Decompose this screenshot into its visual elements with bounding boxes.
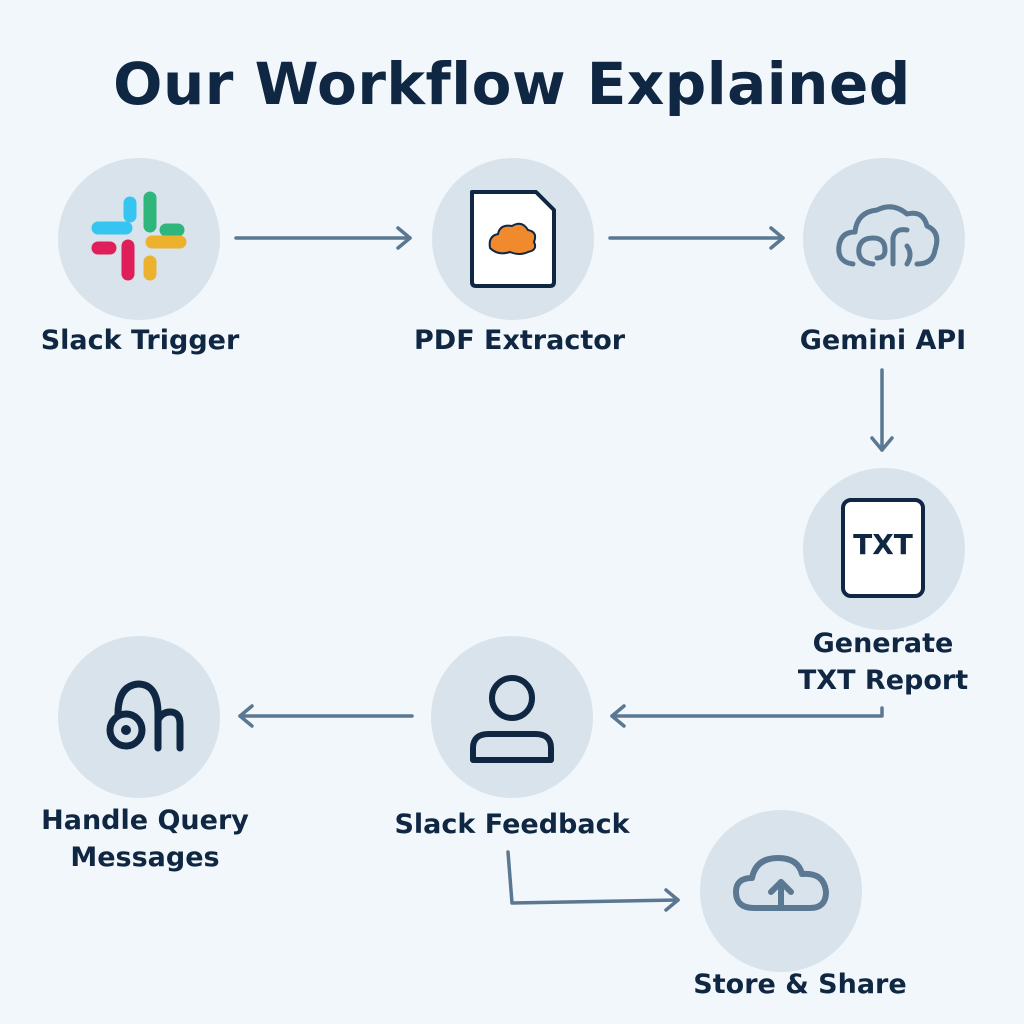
label-line: Messages <box>70 842 220 873</box>
node-slack-trigger <box>58 158 220 320</box>
brain-cloud-icon <box>836 204 940 267</box>
node-label-generate-txt-report: Generate TXT Report <box>758 625 1008 699</box>
node-label-slack-feedback: Slack Feedback <box>394 809 630 840</box>
page-title: Our Workflow Explained <box>113 50 911 118</box>
arrow-generate-txt-report-to-slack-feedback <box>610 704 884 728</box>
node-label-pdf-extractor: PDF Extractor <box>414 325 626 356</box>
node-generate-txt-report: TXT <box>803 468 965 630</box>
query-handler-icon <box>106 680 184 752</box>
arrow-gemini-api-to-generate-txt-report <box>870 368 894 452</box>
node-label-handle-query-messages: Handle Query Messages <box>20 802 270 876</box>
node-store-share <box>700 810 862 972</box>
node-label-slack-trigger: Slack Trigger <box>40 325 240 356</box>
slack-logo-icon <box>91 191 187 281</box>
node-pdf-extractor <box>432 158 594 320</box>
pdf-document-icon <box>470 190 556 288</box>
arrow-slack-feedback-to-store-share <box>506 850 680 912</box>
arrow-pdf-extractor-to-gemini-api <box>608 226 785 250</box>
node-label-store-share: Store & Share <box>693 969 907 1000</box>
node-gemini-api <box>803 158 965 320</box>
node-handle-query-messages <box>58 636 220 798</box>
txt-icon-text: TXT <box>853 528 913 561</box>
node-slack-feedback <box>431 636 593 798</box>
label-line: Generate <box>812 628 954 659</box>
txt-file-icon: TXT <box>841 498 925 598</box>
label-line: TXT Report <box>797 665 969 696</box>
user-icon <box>470 675 554 763</box>
arrow-slack-trigger-to-pdf-extractor <box>234 226 412 250</box>
arrow-slack-feedback-to-handle-query-messages <box>238 704 414 728</box>
node-label-gemini-api: Gemini API <box>799 325 967 356</box>
label-line: Handle Query <box>41 805 249 836</box>
cloud-upload-icon <box>733 855 829 911</box>
